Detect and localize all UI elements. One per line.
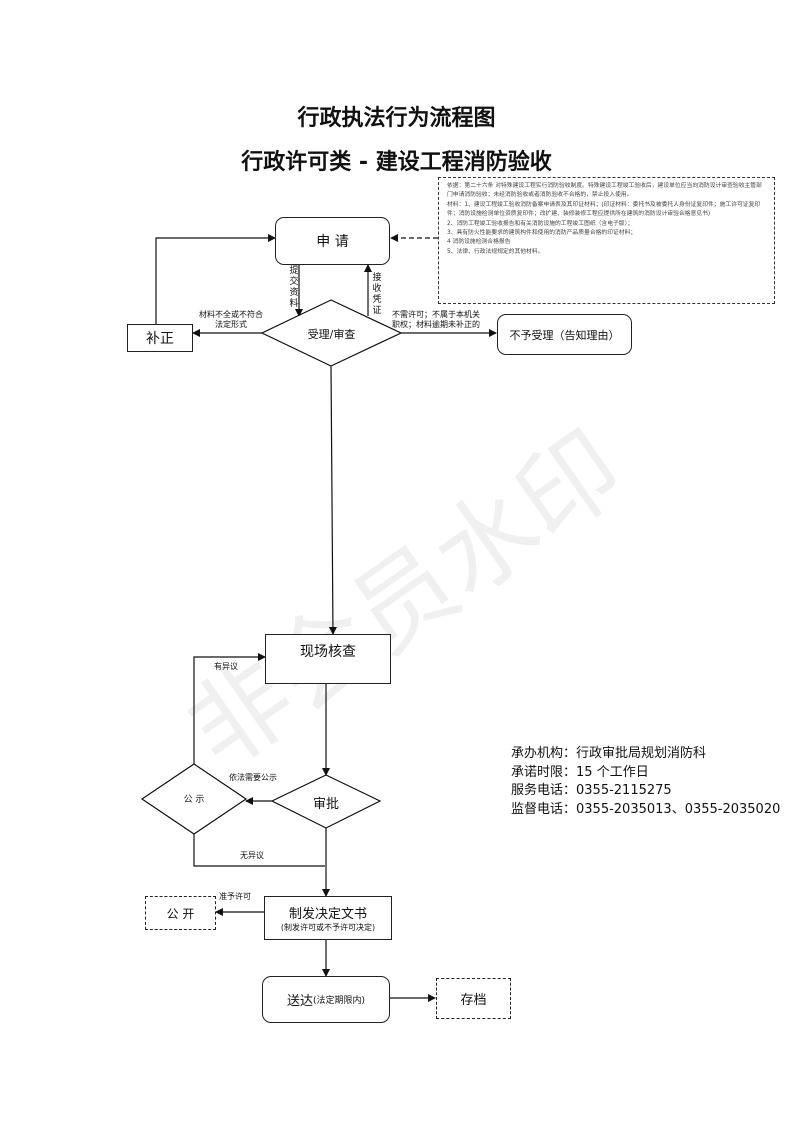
decision-title: 制发决定文书: [288, 907, 367, 922]
label-incomplete-1: 材料不全或不符合: [199, 310, 263, 319]
edge-correct-to-apply: [155, 234, 276, 324]
note-line: 3、具有防火性能要求的建筑构件和使用的消防产品质量合格的印证材料；: [447, 230, 637, 237]
note-line: 材料：1、建设工程竣工验收消防备案申请表及其印证材料；(印证材料：委托书及被委托…: [447, 201, 761, 218]
label-permit: 准予许可: [219, 892, 251, 901]
node-archive: 存档: [436, 978, 511, 1019]
deliver-subtitle: (法定期限内): [312, 996, 366, 1006]
node-public: 公 开: [145, 896, 216, 930]
node-accept: 受理/审查: [307, 328, 356, 341]
note-line: 4 消防设施检测合格报告: [447, 239, 511, 246]
agency-value: 行政审批局规划消防科: [576, 746, 707, 761]
node-deliver: 送达 (法定期限内): [262, 976, 390, 1023]
label-submit: 提交资料: [289, 266, 299, 309]
deliver-title: 送达: [286, 994, 313, 1009]
node-apply: 申 请: [275, 217, 390, 265]
node-publicity: 公 示: [183, 795, 205, 805]
label-not-allowed-1: 不需许可；不属于本机关: [392, 310, 480, 319]
label-objection: 有异议: [214, 662, 238, 671]
node-decision: 制发决定文书 (制发许可或不予许可决定): [264, 896, 392, 940]
note-line: 依据：第二十六条 对特殊建设工程实行消防验收制度。特殊建设工程竣工验收后，建设单…: [447, 183, 762, 199]
label-no-objection: 无异议: [240, 851, 264, 860]
publicity-diamond: [140, 763, 248, 835]
contact-info: 承办机构：行政审批局规划消防科 承诺时限：15 个工作日 服务电话：0355-2…: [511, 745, 780, 819]
node-approve: 审批: [312, 797, 339, 812]
node-reject: 不予受理（告知理由）: [497, 314, 632, 355]
edge-no-objection: [193, 834, 325, 867]
node-inspect: 现场核查: [265, 634, 391, 684]
approve-diamond: [270, 774, 382, 829]
deadline-label: 承诺时限：: [511, 764, 577, 780]
edge-objection: [193, 653, 266, 764]
service-phone-value: 0355-2115275: [576, 783, 672, 798]
label-incomplete-2: 法定形式: [215, 320, 247, 329]
node-correct: 补正: [127, 324, 193, 352]
supervise-phone-value: 0355-2035013、0355-2035020: [576, 801, 781, 817]
agency-label: 承办机构：: [511, 746, 577, 761]
decision-subtitle: (制发许可或不予许可决定): [280, 923, 376, 932]
edge-to-inspect: [328, 365, 337, 635]
service-phone-label: 服务电话：: [511, 783, 577, 798]
note-line: 5、法律、行政法规规定的其他材料。: [447, 248, 544, 255]
label-need-publicity: 依法需要公示: [229, 773, 277, 782]
accept-diamond: [260, 299, 403, 367]
label-not-allowed-2: 职权；材料逾期未补正的: [392, 320, 480, 329]
page-subtitle: 行政许可类 - 建设工程消防验收: [241, 150, 552, 175]
page-title: 行政执法行为流程图: [297, 106, 496, 131]
legal-basis-notes: 依据：第二十六条 对特殊建设工程实行消防验收制度。特殊建设工程竣工验收后，建设单…: [438, 177, 775, 304]
deadline-value: 15 个工作日: [576, 764, 649, 780]
label-receipt: 接收凭证: [372, 273, 382, 316]
note-line: 2、消防工程竣工验收报告和有关消防设施的工程竣工图纸（含电子版）；: [447, 220, 634, 227]
supervise-phone-label: 监督电话：: [511, 801, 577, 817]
